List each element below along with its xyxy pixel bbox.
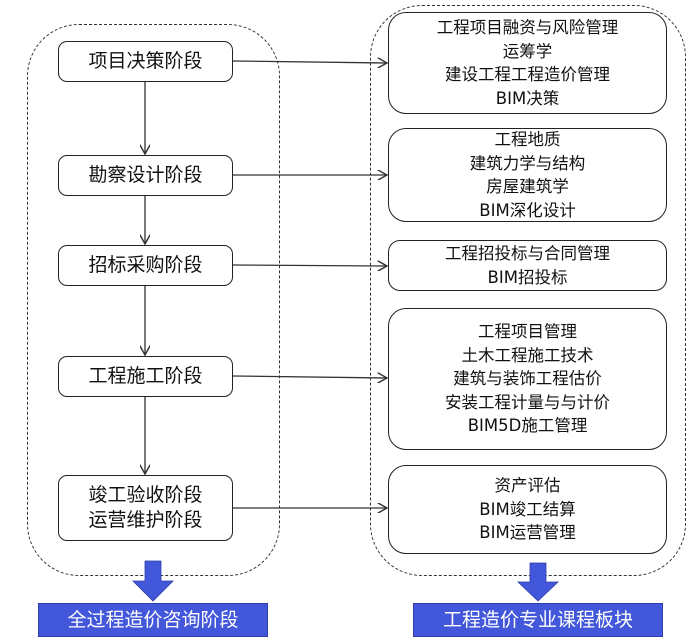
stage-label: 竣工验收阶段	[88, 484, 203, 506]
stage-label: 招标采购阶段	[88, 254, 203, 276]
course-item: 安装工程计量与与计价	[445, 392, 610, 412]
course-item: 建设工程工程造价管理	[445, 65, 610, 84]
course-item: 建筑力学与结构	[469, 153, 586, 173]
course-box-decision: 工程项目融资与风险管理 运筹学 建设工程工程造价管理 BIM决策	[388, 12, 667, 114]
stage-label: 运营维护阶段	[88, 509, 203, 531]
course-item: 房屋建筑学	[486, 177, 569, 196]
course-item: BIM决策	[495, 88, 560, 108]
course-item: 资产评估	[494, 476, 561, 496]
course-item: 工程项目融资与风险管理	[436, 18, 619, 37]
stage-box-bidding: 招标采购阶段	[58, 245, 233, 286]
course-box-completion: 资产评估 BIM竣工结算 BIM运营管理	[388, 465, 667, 554]
course-box-bidding: 工程招投标与合同管理 BIM招投标	[388, 240, 667, 291]
course-item: BIM运营管理	[479, 523, 576, 543]
course-box-construction: 工程项目管理 土木工程施工技术 建筑与装饰工程估价 安装工程计量与与计价 BIM…	[388, 308, 667, 450]
course-item: 工程地质	[494, 130, 561, 149]
course-item: 工程项目管理	[478, 322, 577, 342]
stage-box-construction: 工程施工阶段	[58, 356, 233, 397]
course-item: BIM5D施工管理	[467, 416, 588, 436]
course-box-design: 工程地质 建筑力学与结构 房屋建筑学 BIM深化设计	[388, 128, 667, 222]
stage-box-completion-operation: 竣工验收阶段 运营维护阶段	[58, 475, 233, 541]
course-item: BIM竣工结算	[479, 499, 576, 519]
stage-label: 项目决策阶段	[88, 50, 203, 72]
stage-box-survey-design: 勘察设计阶段	[58, 155, 233, 196]
course-item: 土木工程施工技术	[461, 345, 594, 365]
footer-label-consulting-stages: 全过程造价咨询阶段	[38, 603, 268, 637]
course-item: 建筑与装饰工程估价	[453, 369, 602, 389]
stage-label: 勘察设计阶段	[88, 164, 203, 186]
stage-label: 工程施工阶段	[88, 365, 203, 387]
course-item: 运筹学	[502, 41, 553, 61]
course-item: 工程招投标与合同管理	[445, 244, 610, 263]
stage-box-decision: 项目决策阶段	[58, 41, 233, 82]
footer-label-course-modules: 工程造价专业课程板块	[413, 603, 663, 637]
course-item: BIM招投标	[487, 267, 568, 287]
course-item: BIM深化设计	[479, 200, 576, 220]
